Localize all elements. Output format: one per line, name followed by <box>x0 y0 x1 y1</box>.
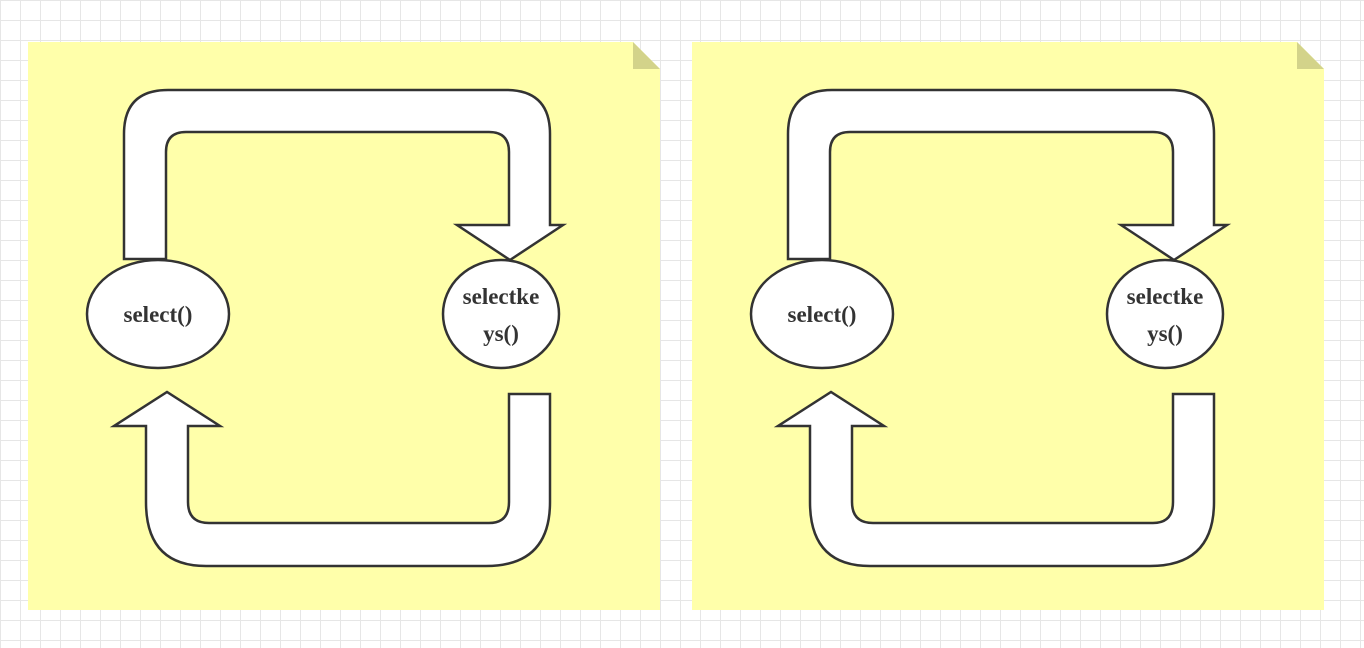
select-node <box>85 258 231 370</box>
select-node <box>749 258 895 370</box>
selectkeys-node-label-line1: selectke <box>463 284 540 309</box>
selectkeys-node <box>1105 258 1225 370</box>
select-node-label: select() <box>788 302 857 327</box>
selectkeys-node-label-line1: selectke <box>1127 284 1204 309</box>
select-node-label: select() <box>124 302 193 327</box>
selectkeys-node <box>441 258 561 370</box>
sticky-note-1: select() selectke ys() <box>28 42 660 610</box>
selectkeys-node-label-line2: ys() <box>483 321 519 346</box>
sticky-note-2: select() selectke ys() <box>692 42 1324 610</box>
selectkeys-node-label-line2: ys() <box>1147 321 1183 346</box>
